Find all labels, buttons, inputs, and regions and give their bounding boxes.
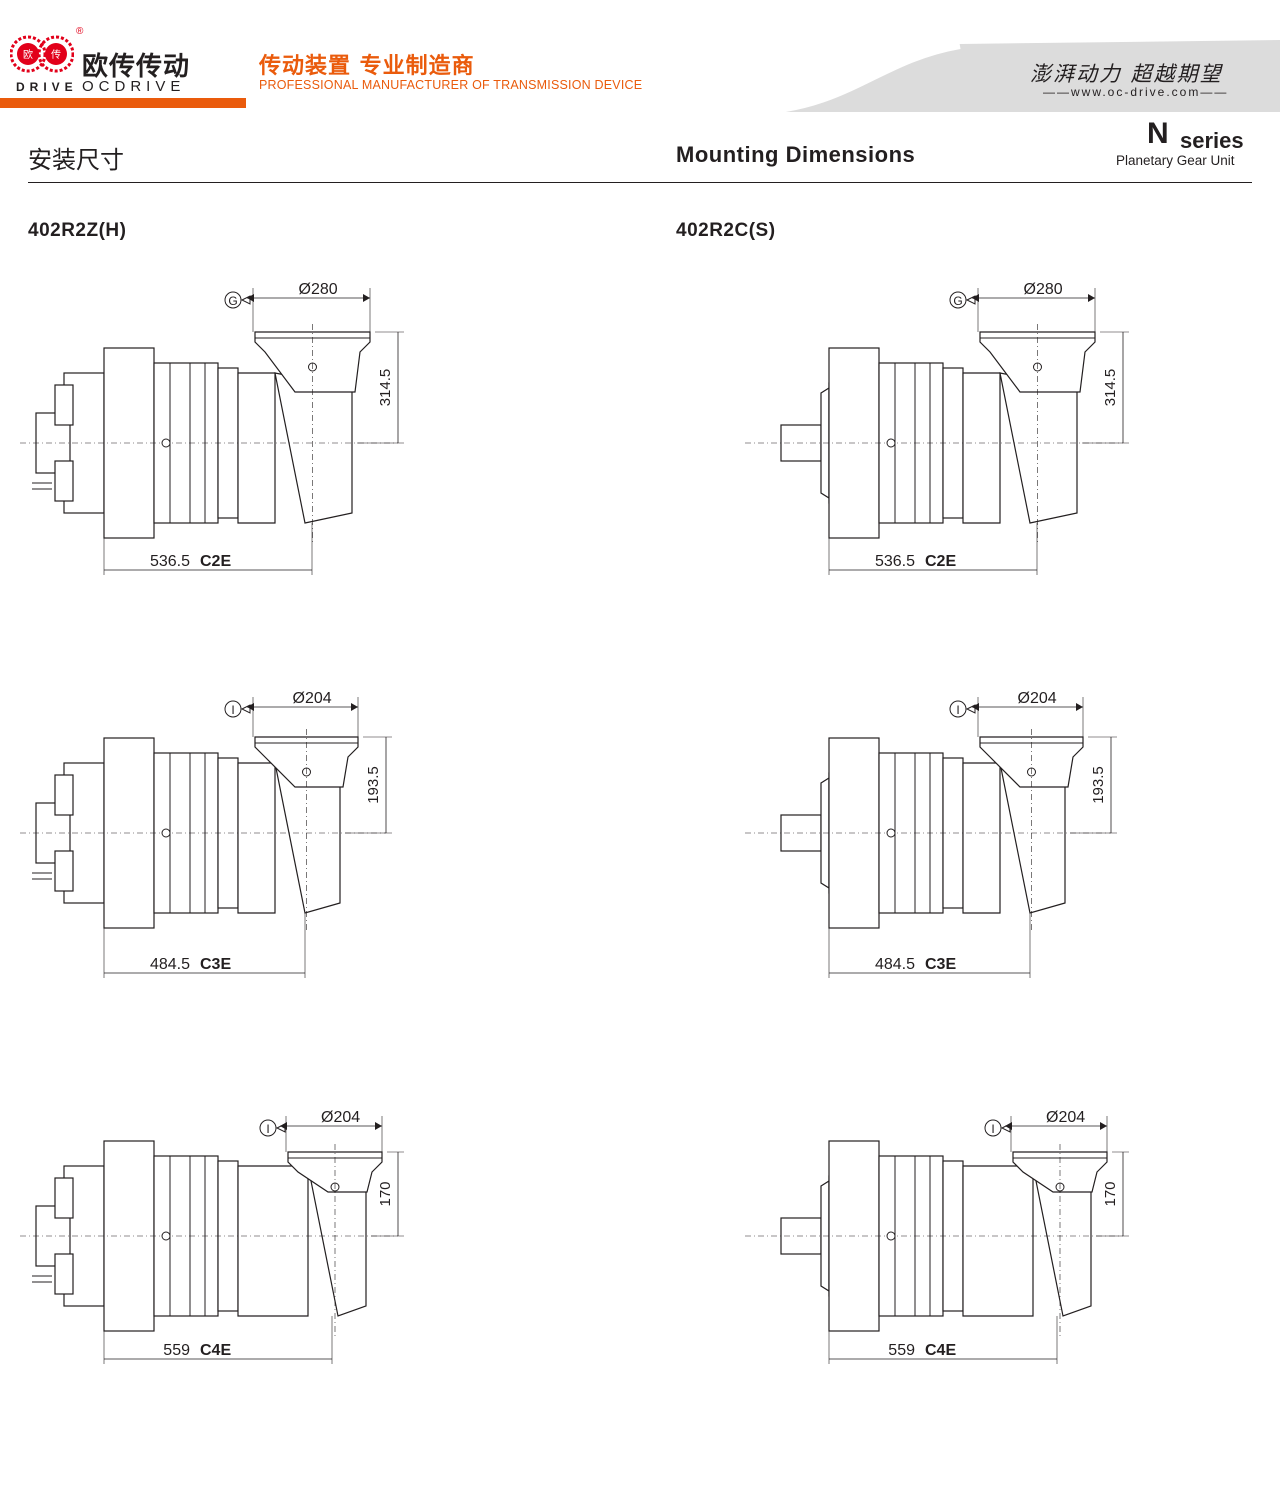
diameter-label: Ø204 — [1018, 690, 1057, 707]
page-title: Mounting Dimensions — [676, 142, 916, 167]
body-segment-3 — [237, 1165, 309, 1317]
header-band — [759, 40, 1280, 112]
flange-symbol-pointer — [965, 295, 976, 305]
length-dimension-label: 559 — [888, 1342, 915, 1359]
series-letter: N — [1147, 117, 1169, 150]
bolt-lines — [32, 872, 52, 880]
dia-arrow-right — [1076, 703, 1083, 711]
height-dimension-label: 314.5 — [1102, 369, 1119, 407]
body-segment-3 — [962, 762, 1001, 914]
mounting-code-label: C2E — [925, 553, 956, 570]
series-subtitle: Planetary Gear Unit — [1116, 153, 1235, 168]
logo-badge-right: 传 — [51, 49, 61, 61]
output-flange — [254, 331, 371, 393]
page-header: 欧 传 ® 欧传传动 DRIVE OCDRIVE 传动装置 专业制造商 PROF… — [0, 0, 1280, 112]
model-label-left: 402R2Z(H) — [28, 220, 127, 241]
coupling-block-top — [54, 1177, 74, 1219]
model-label-right: 402R2C(S) — [676, 220, 776, 241]
series-word: series — [1180, 128, 1244, 153]
body-center-mark — [161, 828, 171, 838]
body-center-mark — [161, 438, 171, 448]
height-dimension-label: 193.5 — [365, 766, 382, 804]
coupling-block-bottom — [54, 1253, 74, 1295]
dia-arrow-right — [1088, 294, 1095, 302]
body-center-mark — [161, 1231, 171, 1241]
bevel-housing — [999, 372, 1078, 524]
flange-symbol-pointer — [1000, 1123, 1011, 1133]
body-segment-3 — [962, 1165, 1034, 1317]
diameter-label: Ø280 — [299, 281, 338, 298]
height-dimension-label: 170 — [377, 1181, 394, 1206]
mounting-code-label: C2E — [200, 553, 231, 570]
registered-icon: ® — [76, 26, 84, 37]
title-divider — [28, 182, 1252, 183]
body-segment-3 — [237, 762, 276, 914]
mounting-code-label: C3E — [200, 956, 231, 973]
coupling-block-bottom — [54, 460, 74, 502]
body-segment-3 — [962, 372, 1001, 524]
dia-arrow-right — [375, 1122, 382, 1130]
tagline-cn: 传动装置 专业制造商 — [259, 54, 475, 79]
body-center-mark — [886, 828, 896, 838]
dia-arrow-right — [351, 703, 358, 711]
flange-symbol-letter: I — [231, 703, 234, 717]
body-segment-3 — [237, 372, 276, 524]
brand-name-cn: 欧传传动 — [82, 52, 191, 82]
length-dimension-label: 484.5 — [875, 956, 915, 973]
bevel-housing — [274, 372, 353, 524]
dia-arrow-right — [363, 294, 370, 302]
flange-symbol-letter: I — [991, 1122, 994, 1136]
output-flange — [979, 736, 1084, 788]
output-flange — [254, 736, 359, 788]
logo-text: DRIVE — [16, 80, 78, 94]
page-title-cn: 安装尺寸 — [28, 146, 124, 174]
accent-bar — [0, 98, 246, 108]
diameter-label: Ø204 — [293, 690, 332, 707]
flange-symbol-pointer — [240, 295, 251, 305]
website-url[interactable]: ——www.oc-drive.com—— — [1043, 85, 1229, 99]
length-dimension-label: 559 — [163, 1342, 190, 1359]
logo-badge-left: 欧 — [23, 49, 33, 61]
output-flange — [979, 331, 1096, 393]
height-dimension-label: 314.5 — [377, 369, 394, 407]
tagline-en: PROFESSIONAL MANUFACTURER OF TRANSMISSIO… — [259, 78, 643, 92]
bolt-lines — [32, 1275, 52, 1283]
flange-symbol-pointer — [965, 704, 976, 714]
coupling-block-top — [54, 384, 74, 426]
dia-arrow-right — [1100, 1122, 1107, 1130]
mounting-code-label: C3E — [925, 956, 956, 973]
coupling-block-top — [54, 774, 74, 816]
flange-symbol-letter: I — [266, 1122, 269, 1136]
mounting-code-label: C4E — [925, 1342, 956, 1359]
body-center-mark — [886, 1231, 896, 1241]
length-dimension-label: 536.5 — [150, 553, 190, 570]
bolt-lines — [32, 482, 52, 490]
flange-symbol-pointer — [275, 1123, 286, 1133]
length-dimension-label: 536.5 — [875, 553, 915, 570]
slogan: 澎湃动力 超越期望 — [1030, 62, 1223, 86]
flange-symbol-letter: G — [953, 294, 962, 308]
flange-symbol-letter: I — [956, 703, 959, 717]
height-dimension-label: 170 — [1102, 1181, 1119, 1206]
flange-symbol-pointer — [240, 704, 251, 714]
brand-name-en: OCDRIVE — [82, 78, 186, 95]
flange-symbol-letter: G — [228, 294, 237, 308]
mounting-code-label: C4E — [200, 1342, 231, 1359]
length-dimension-label: 484.5 — [150, 956, 190, 973]
coupling-block-bottom — [54, 850, 74, 892]
body-center-mark — [886, 438, 896, 448]
company-logo: 欧 传 — [10, 35, 74, 73]
diameter-label: Ø204 — [321, 1109, 360, 1126]
diameter-label: Ø280 — [1024, 281, 1063, 298]
height-dimension-label: 193.5 — [1090, 766, 1107, 804]
diameter-label: Ø204 — [1046, 1109, 1085, 1126]
